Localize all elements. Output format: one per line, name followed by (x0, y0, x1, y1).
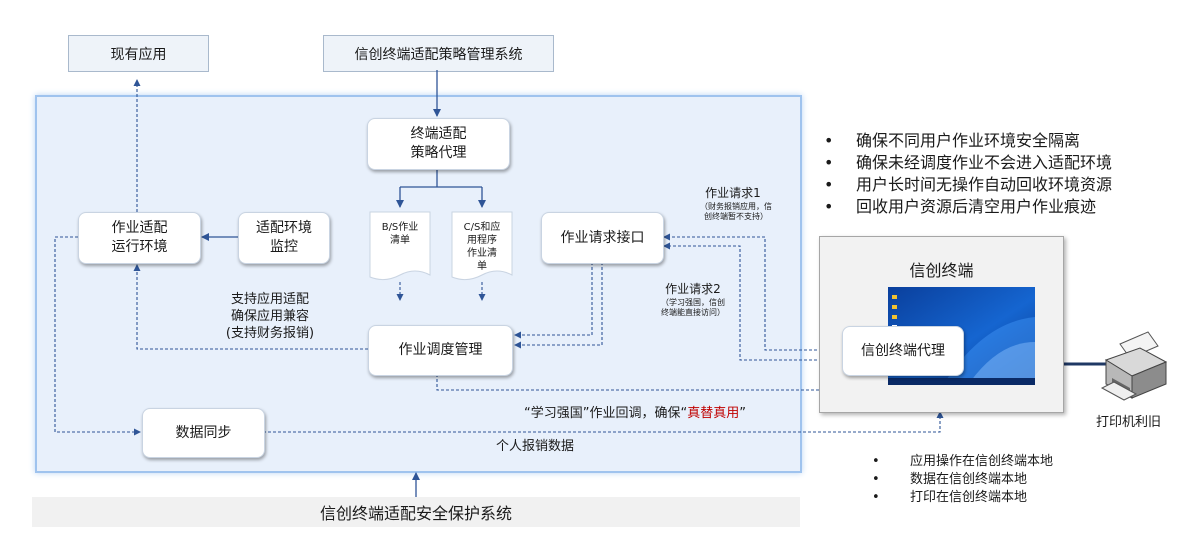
compat-label: 支持应用适配 确保应用兼容 (支持财务报销) (225, 292, 315, 341)
local-bullet: 应用操作在信创终端本地 (870, 453, 1053, 471)
job-scheduler-box: 作业调度管理 (368, 325, 513, 376)
printer-label: 打印机利旧 (1096, 415, 1162, 430)
feature-bullet: 确保未经调度作业不会进入适配环境 (822, 152, 1112, 174)
policy-system-box: 信创终端适配策略管理系统 (323, 35, 554, 72)
callback-label: “学习强国”作业回调，确保“真替真用” (524, 402, 746, 421)
callback-suffix: ” (739, 406, 746, 421)
document-shape (451, 211, 513, 281)
terminal-policy-agent-box: 终端适配 策略代理 (367, 118, 510, 170)
req1-title: 作业请求1 (705, 186, 761, 200)
runtime-env-label: 作业适配 运行环境 (111, 220, 168, 255)
data-sync-box: 数据同步 (142, 408, 265, 458)
job-request-interface-label: 作业请求接口 (560, 229, 645, 246)
runtime-env-box: 作业适配 运行环境 (78, 212, 201, 264)
printer-icon (1100, 331, 1168, 401)
existing-apps-label: 现有应用 (110, 46, 167, 63)
document-shape (369, 211, 431, 281)
bs-job-list: B/S作业 清单 (369, 211, 431, 285)
req2-title: 作业请求2 (665, 282, 721, 296)
feature-bullets: 确保不同用户作业环境安全隔离 确保未经调度作业不会进入适配环境 用户长时间无操作… (822, 130, 1112, 218)
env-monitor-box: 适配环境 监控 (238, 212, 330, 264)
cs-job-list-label: C/S和应 用程序 作业清 单 (463, 222, 501, 272)
feature-bullet: 确保不同用户作业环境安全隔离 (822, 130, 1112, 152)
env-monitor-label: 适配环境 监控 (256, 220, 312, 255)
req2-note: （学习强国，信创 终端能直接访问） (661, 298, 725, 317)
cs-job-list: C/S和应 用程序 作业清 单 (451, 211, 513, 285)
local-bullets: 应用操作在信创终端本地 数据在信创终端本地 打印在信创终端本地 (870, 453, 1053, 507)
job-scheduler-label: 作业调度管理 (398, 342, 483, 358)
local-bullet: 打印在信创终端本地 (870, 489, 1053, 507)
req1-note: （财务报销应用，信 创终端暂不支持） (700, 202, 772, 221)
expense-data-label: 个人报销数据 (496, 439, 575, 454)
bs-job-list-label: B/S作业 清单 (381, 222, 419, 246)
local-bullet: 数据在信创终端本地 (870, 471, 1053, 489)
security-system-bar: 信创终端适配安全保护系统 (32, 497, 800, 527)
terminal-agent-box: 信创终端代理 (842, 326, 964, 376)
terminal-policy-agent-label: 终端适配 策略代理 (410, 126, 467, 161)
security-system-label: 信创终端适配安全保护系统 (319, 504, 512, 523)
feature-bullet: 回收用户资源后清空用户作业痕迹 (822, 196, 1112, 218)
data-sync-label: 数据同步 (175, 424, 232, 441)
terminal-title: 信创终端 (909, 261, 974, 280)
callback-prefix: “学习强国”作业回调，确保“ (524, 406, 688, 421)
policy-system-label: 信创终端适配策略管理系统 (354, 46, 523, 63)
job-request-interface-box: 作业请求接口 (541, 212, 664, 264)
terminal-agent-label: 信创终端代理 (861, 342, 945, 359)
feature-bullet: 用户长时间无操作自动回收环境资源 (822, 174, 1112, 196)
existing-apps-box: 现有应用 (68, 35, 209, 72)
callback-highlight: 真替真用 (687, 406, 740, 421)
